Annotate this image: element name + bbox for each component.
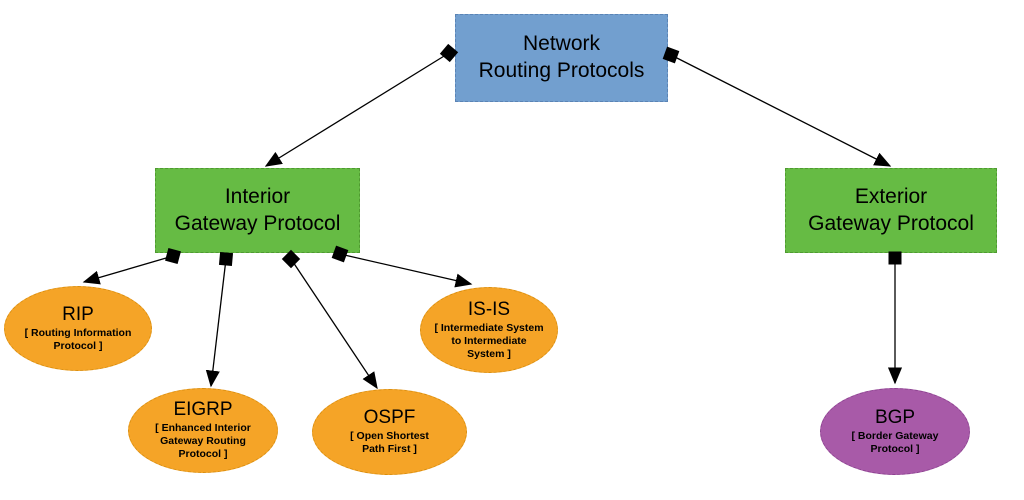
node-exterior-gateway-protocol: Exterior Gateway Protocol [785, 168, 997, 253]
node-isis: IS-IS [ Intermediate System to Intermedi… [420, 287, 558, 373]
connector-igp-to-eigrp [205, 258, 227, 388]
protocol-full-name: [ Border Gateway Protocol ] [851, 429, 939, 455]
node-title-line: Interior [224, 184, 291, 208]
protocol-abbr: IS-IS [467, 298, 511, 320]
node-title-line: Network [522, 32, 601, 56]
connector-igp-to-isis [339, 253, 473, 288]
node-ospf: OSPF [ Open Shortest Path First ] [312, 389, 467, 475]
node-title-line: Gateway Protocol [174, 211, 341, 235]
connector-igp-to-ospf [290, 258, 378, 390]
connection-handle-egp [888, 251, 902, 265]
connector-root-to-egp [670, 54, 892, 167]
node-eigrp: EIGRP [ Enhanced Interior Gateway Routin… [128, 388, 278, 473]
node-title-line: Gateway Protocol [808, 211, 974, 235]
connector-root-to-igp [264, 52, 450, 167]
node-title-line: Exterior [854, 184, 928, 208]
protocol-abbr: OSPF [363, 407, 416, 429]
node-bgp: BGP [ Border Gateway Protocol ] [820, 388, 970, 475]
connection-handle-igp-2 [218, 251, 234, 267]
protocol-full-name: [ Routing Information Protocol ] [24, 326, 132, 352]
protocol-full-name: [ Open Shortest Path First ] [350, 430, 429, 456]
node-interior-gateway-protocol: Interior Gateway Protocol [155, 168, 360, 253]
connector-igp-to-rip [82, 255, 174, 285]
node-network-routing-protocols: Network Routing Protocols [455, 14, 668, 102]
node-title-line: Routing Protocols [478, 59, 645, 82]
protocol-abbr: BGP [874, 406, 916, 428]
protocol-full-name: [ Intermediate System to Intermediate Sy… [434, 321, 544, 360]
protocol-abbr: EIGRP [173, 399, 233, 421]
node-rip: RIP [ Routing Information Protocol ] [4, 286, 152, 371]
protocol-abbr: RIP [62, 303, 94, 325]
protocol-full-name: [ Enhanced Interior Gateway Routing Prot… [155, 422, 251, 461]
